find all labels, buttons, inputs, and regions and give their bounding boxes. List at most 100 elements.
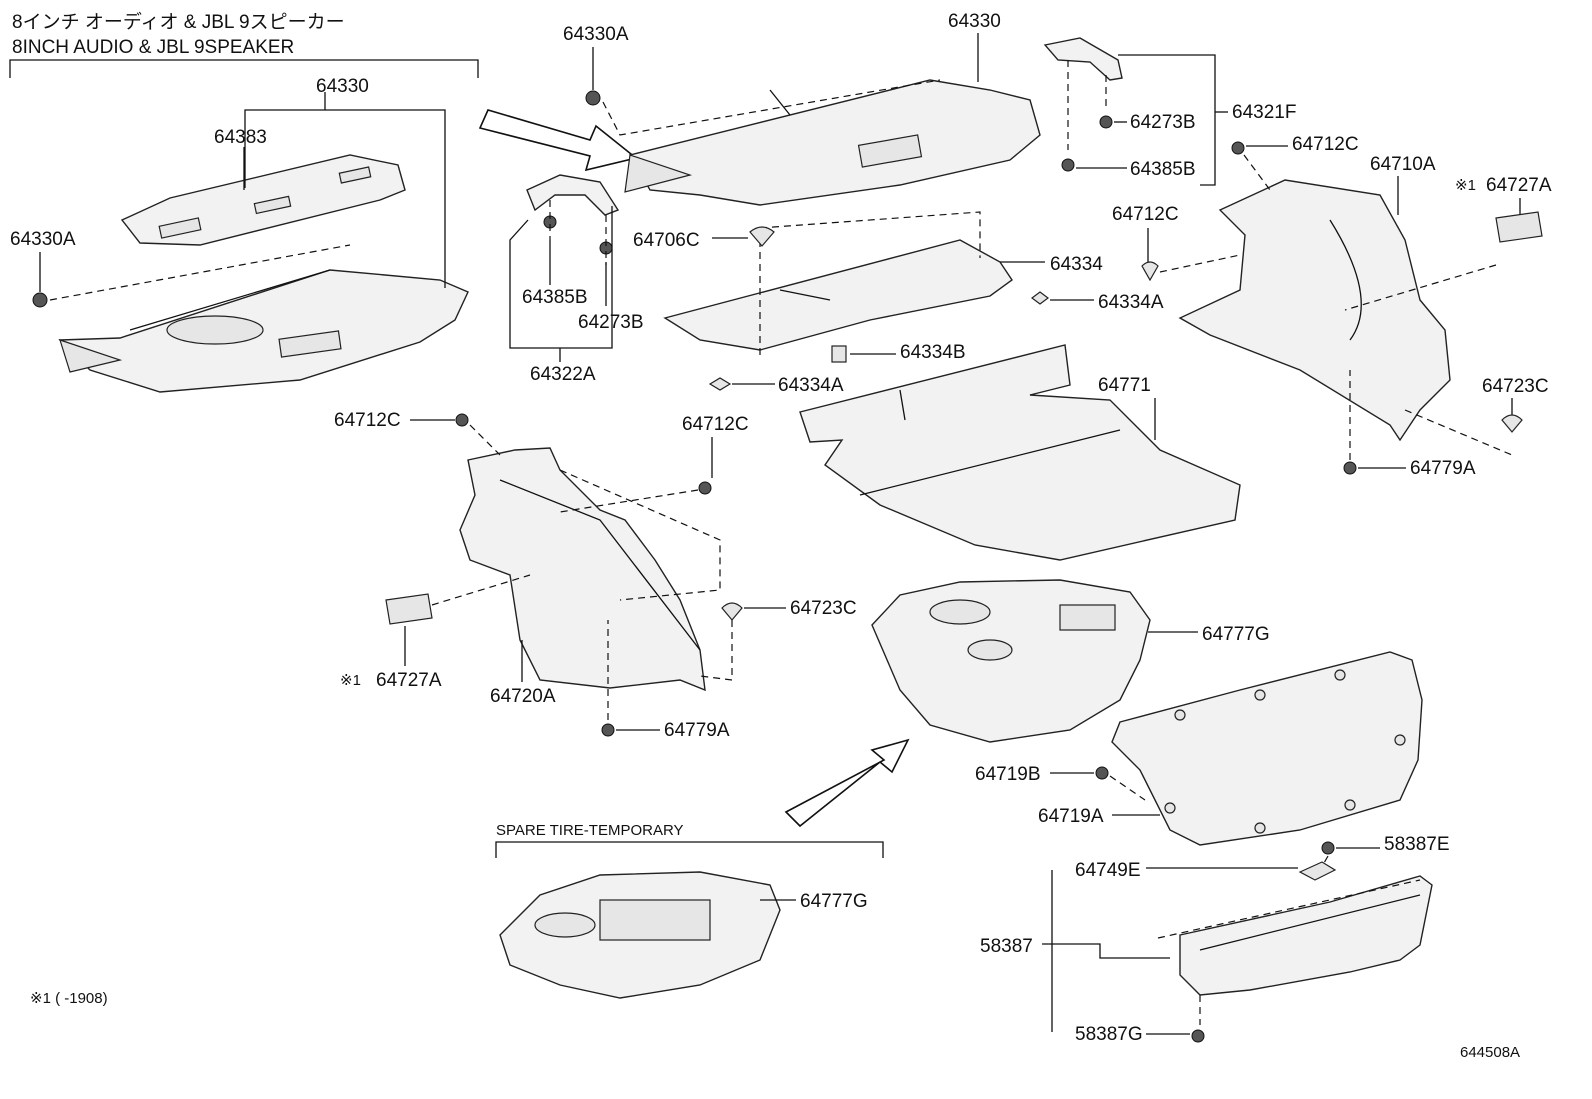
leader-64330-left (244, 109, 446, 288)
deck-board-64334 (663, 239, 1013, 351)
side-trim-64710A (1178, 179, 1451, 442)
trunk-mat-64771 (799, 344, 1241, 561)
label-64727A-right: 64727A (1486, 175, 1552, 196)
label-64706C: 64706C (633, 230, 700, 251)
mark-right: ※1 (1455, 177, 1476, 194)
pad-64727A-left (385, 593, 433, 625)
dash-64334 (759, 211, 981, 355)
label-64334A-right: 64334A (1098, 292, 1164, 313)
package-tray-center (624, 79, 1041, 206)
clip-64749E (1298, 861, 1337, 881)
figure-id: 644508A (1460, 1044, 1520, 1061)
dash-bracket-64322A (549, 200, 607, 265)
clip-64706C (749, 226, 775, 247)
dash-64712C-left (469, 424, 501, 456)
tool-tray-64777G (871, 579, 1151, 743)
dash-64321F (1067, 60, 1107, 150)
dash-64723C-mid (699, 620, 733, 681)
label-64720A: 64720A (490, 686, 556, 707)
side-trim-64720A (459, 447, 706, 692)
header-bracket (9, 59, 479, 78)
label-64723C-mid: 64723C (790, 598, 857, 619)
label-64777G-bottom: 64777G (800, 891, 868, 912)
dash-64719B (1109, 775, 1146, 801)
clip-64712C-left (455, 413, 469, 427)
clip-64330A-left (32, 292, 48, 308)
label-64719A: 64719A (1038, 806, 1104, 827)
label-64723C-right: 64723C (1482, 376, 1549, 397)
dash-trim-outline (559, 469, 721, 601)
label-64771: 64771 (1098, 375, 1151, 396)
package-tray-left (58, 269, 469, 393)
direction-arrow-bottom (784, 738, 910, 828)
label-64719B: 64719B (975, 764, 1041, 785)
label-64334B: 64334B (900, 342, 966, 363)
label-64712C-left: 64712C (334, 410, 401, 431)
dash-64727A-left (431, 574, 531, 606)
direction-arrow-top (478, 109, 638, 172)
label-64322A: 64322A (530, 364, 596, 385)
label-64779A-right: 64779A (1410, 458, 1476, 479)
dash-64330A-top (602, 79, 941, 136)
clip-58387G (1191, 1029, 1205, 1043)
label-64710A: 64710A (1370, 154, 1436, 175)
label-58387: 58387 (980, 936, 1033, 957)
label-58387E: 58387E (1384, 834, 1450, 855)
label-64749E: 64749E (1075, 860, 1141, 881)
label-64727A-left: 64727A (376, 670, 442, 691)
lid-trim-64719A (1111, 651, 1423, 846)
footnote: ※1 ( -1908) (30, 990, 108, 1007)
clip-64330A-top (585, 90, 601, 106)
pad-64334A-mid (708, 377, 732, 391)
spare-tire-bracket (495, 841, 884, 858)
leader-58387-bracket (1042, 870, 1170, 1032)
clip-64723C-mid (721, 602, 743, 621)
label-64334: 64334 (1050, 254, 1103, 275)
clip-64712C-tr (1231, 141, 1245, 155)
sill-plate-58387 (1179, 875, 1433, 996)
label-64779A-left: 64779A (664, 720, 730, 741)
bracket-64321F (1043, 37, 1123, 81)
clip-64385B-top (1061, 158, 1075, 172)
clip-64273B-top (1099, 115, 1113, 129)
label-64385B-top: 64385B (1130, 159, 1196, 180)
dash-64723C-right (1404, 409, 1513, 456)
leader-64322A-bracket (509, 206, 613, 349)
header-title-en: 8INCH AUDIO & JBL 9SPEAKER (12, 37, 294, 58)
clip-64334B (831, 345, 847, 363)
label-64330A-top: 64330A (563, 24, 629, 45)
header-title-jp: 8インチ オーディオ & JBL 9スピーカー (12, 11, 345, 33)
leader-fasteners-mid (549, 240, 607, 306)
tray-cover-64383 (120, 154, 406, 246)
clip-64712C-mid (698, 481, 712, 495)
section-title-spare-tire: SPARE TIRE-TEMPORARY (496, 822, 684, 839)
label-64330-left: 64330 (316, 76, 369, 97)
clip-64712C-r2 (1141, 261, 1159, 282)
label-64383: 64383 (214, 127, 267, 148)
tool-tray-64777G-spare (499, 871, 781, 999)
bracket-64322A (526, 174, 620, 216)
mark-left: ※1 (340, 672, 361, 689)
dash-64712C-r2 (1159, 254, 1241, 273)
dash-64330A-left (49, 244, 351, 301)
label-64385B-mid: 64385B (522, 287, 588, 308)
label-64273B-mid: 64273B (578, 312, 644, 333)
pad-64727A-right (1495, 211, 1543, 243)
clip-64779A-left (601, 723, 615, 737)
label-64777G-top: 64777G (1202, 624, 1270, 645)
leader-64321F-bracket (1118, 54, 1216, 186)
label-64330-top: 64330 (948, 11, 1001, 32)
label-58387G: 58387G (1075, 1024, 1143, 1045)
label-64321F: 64321F (1232, 102, 1296, 123)
pad-64334A-right (1031, 291, 1049, 305)
label-64334A-mid: 64334A (778, 375, 844, 396)
clip-64719B (1095, 766, 1109, 780)
label-64330A-left: 64330A (10, 229, 76, 250)
label-64273B-top: 64273B (1130, 112, 1196, 133)
clip-64723C-right (1501, 414, 1523, 433)
label-64712C-tr: 64712C (1292, 134, 1359, 155)
label-64712C-r2: 64712C (1112, 204, 1179, 225)
label-64712C-mid: 64712C (682, 414, 749, 435)
